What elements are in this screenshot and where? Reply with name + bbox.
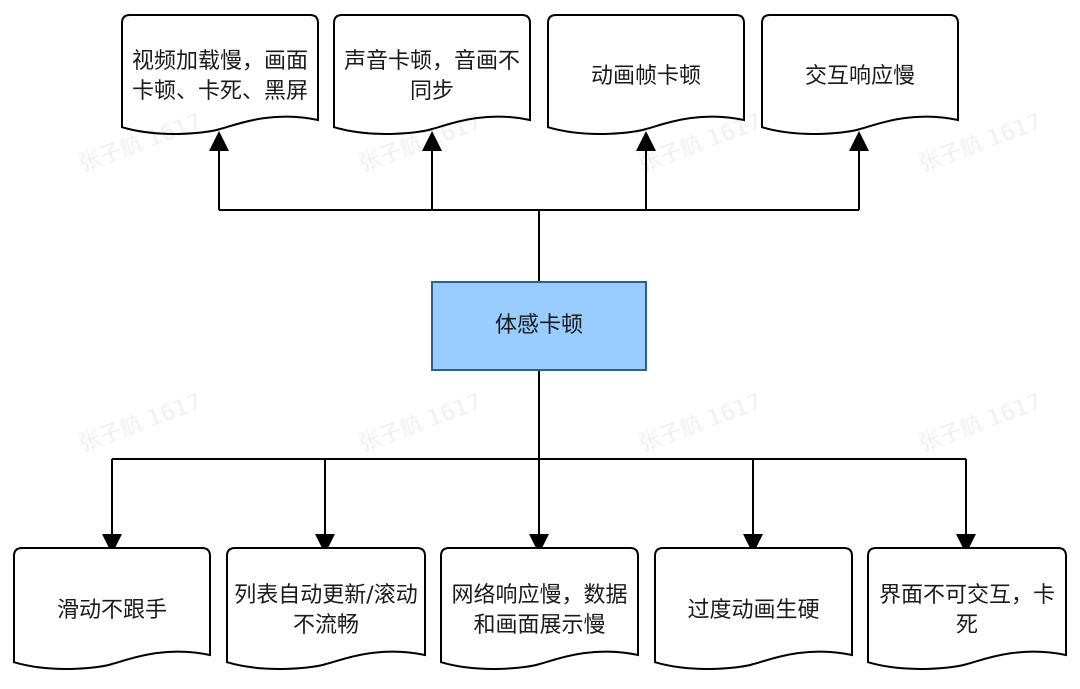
- bottom-node-label-2: 列表自动更新/滚动不流畅: [234, 583, 418, 638]
- top-node-label-3: 动画帧卡顿: [590, 64, 701, 89]
- connectors: [102, 131, 976, 554]
- top-node-label-1: 视频加载慢，画面卡顿、卡死、黑屏: [131, 49, 308, 104]
- bottom-node-3: [440, 547, 639, 670]
- center-node: [431, 281, 647, 371]
- top-node-4: [761, 14, 959, 135]
- bottom-node-label-3: 网络响应慢，数据和画面展示慢: [451, 583, 628, 638]
- bottom-node-4: [654, 547, 853, 670]
- bottom-node-label-5: 界面不可交互，卡死: [878, 583, 1055, 638]
- shapes: [13, 14, 1067, 670]
- top-node-2: [333, 14, 531, 135]
- top-node-1: [121, 14, 319, 135]
- center-node-label: 体感卡顿: [494, 313, 583, 338]
- top-node-label-4: 交互响应慢: [804, 64, 915, 89]
- bottom-node-5: [867, 547, 1067, 670]
- bottom-node-label-1: 滑动不跟手: [56, 598, 167, 623]
- bottom-node-label-4: 过度动画生硬: [687, 598, 820, 623]
- bottom-node-1: [13, 547, 211, 670]
- top-node-label-2: 声音卡顿，音画不同步: [343, 49, 520, 104]
- bottom-node-2: [226, 547, 426, 670]
- top-node-3: [547, 14, 745, 135]
